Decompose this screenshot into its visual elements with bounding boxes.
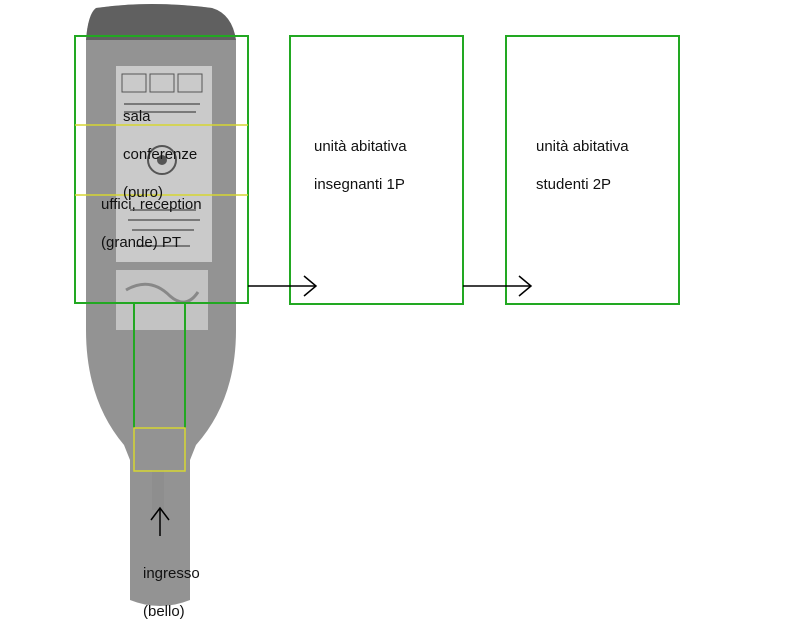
arrow-ingresso-up	[150, 506, 170, 536]
label-emblem	[147, 145, 177, 175]
arrow-to-insegnanti	[248, 275, 318, 297]
diagram-svg	[74, 4, 680, 606]
label-emblem-core	[157, 155, 167, 165]
zone-box-insegnanti	[289, 35, 464, 305]
label-text-lines	[124, 103, 200, 247]
lower-label-drawing	[125, 282, 200, 304]
label-studenti: unità abitativa studenti 2P	[536, 138, 629, 193]
arrow-to-studenti	[463, 275, 533, 297]
label-uffici-reception: uffici, reception (grande) PT	[101, 196, 202, 251]
label-sala-conferenze: sala conferenze (puro)	[123, 108, 198, 201]
entrance-box	[133, 427, 186, 472]
bottle-neck-highlight	[152, 470, 164, 510]
label-ingresso: ingresso (bello)	[143, 565, 200, 620]
zone-box-studenti	[505, 35, 680, 305]
bottle-top-shadow	[86, 4, 236, 40]
bottle-photo	[86, 4, 236, 606]
label-insegnanti: unità abitativa insegnanti 1P	[314, 138, 407, 193]
label-box-1	[121, 73, 147, 93]
zone-box-sala-uffici	[74, 35, 249, 304]
label-box-3	[177, 73, 203, 93]
bottle-lower-label	[116, 270, 208, 330]
label-box-2	[149, 73, 175, 93]
diagram-canvas: sala conferenze (puro) uffici, reception…	[74, 4, 680, 620]
